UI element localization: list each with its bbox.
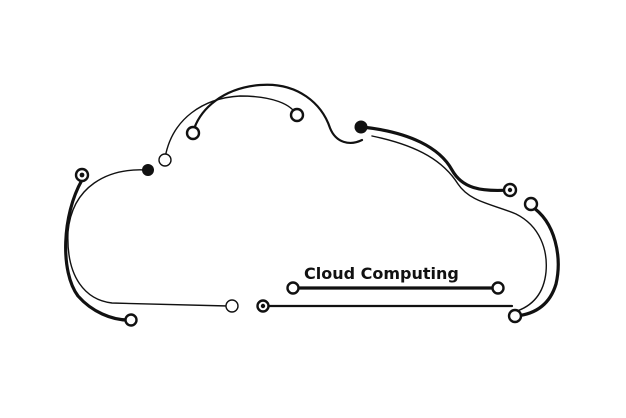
node-right-outer xyxy=(523,196,539,212)
node-dome-right xyxy=(289,107,305,123)
right-shoulder-inner-line xyxy=(371,135,547,313)
node-left-top-dot xyxy=(79,172,85,178)
node-underline-left xyxy=(286,281,300,295)
top-inner-circuit-line xyxy=(164,95,298,159)
circuit-nodes xyxy=(74,107,539,327)
node-bottom-dot xyxy=(260,303,266,309)
node-open-left xyxy=(158,153,172,167)
left-inner-circuit-line xyxy=(67,169,229,307)
illustration-title: Cloud Computing xyxy=(304,264,459,283)
cloud-outline xyxy=(64,83,560,322)
node-right-bottom xyxy=(507,308,523,324)
node-bottom-open xyxy=(225,299,239,313)
right-outer-circuit-line xyxy=(514,204,560,318)
node-solid-right xyxy=(354,120,368,134)
node-right-shoulder-dot xyxy=(507,187,513,193)
node-left-bottom xyxy=(124,313,138,327)
top-dome-circuit-line xyxy=(191,83,364,144)
node-solid-left xyxy=(142,164,154,176)
left-outer-circuit-line xyxy=(64,178,130,322)
right-shoulder-circuit-line xyxy=(360,125,512,193)
node-underline-right xyxy=(491,281,505,295)
node-dome-left xyxy=(185,125,201,141)
